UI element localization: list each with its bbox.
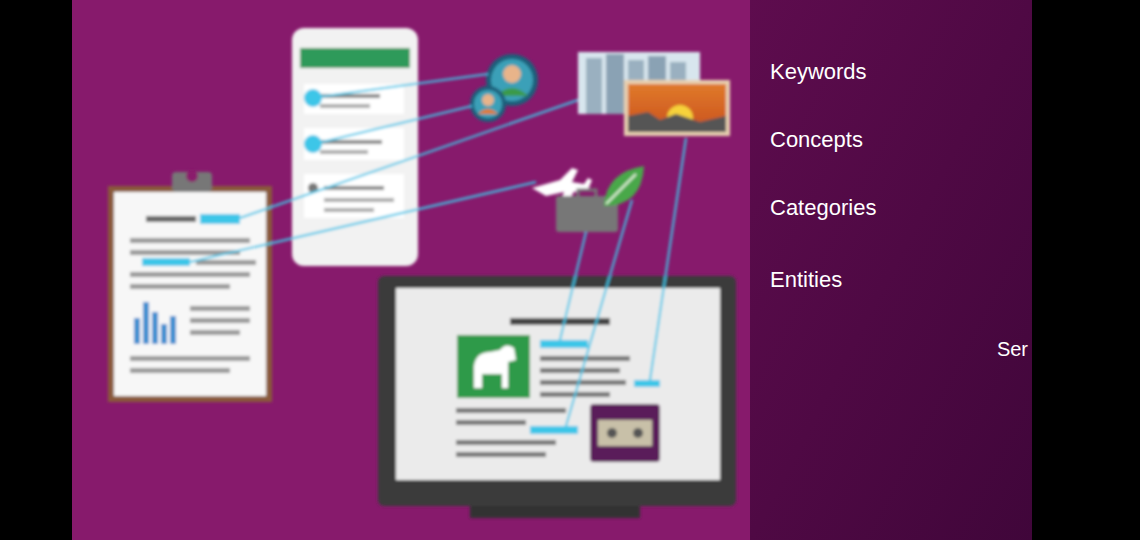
leader-lines-part [318, 74, 488, 97]
phone-icon-part [324, 208, 374, 212]
travel-icons-part [578, 190, 596, 198]
travel-icons [532, 166, 644, 232]
leader-lines-part [650, 138, 686, 380]
side-panel [750, 0, 1032, 540]
black-bar [0, 0, 72, 540]
photo-icons-part [628, 112, 726, 132]
monitor-icon-part [457, 335, 530, 398]
monitor-icon-part [456, 420, 526, 425]
avatar-icons-part [474, 90, 502, 118]
clipboard-icon-part [108, 186, 272, 402]
monitor-icon-part [530, 426, 578, 434]
leader-lines-part [560, 232, 586, 340]
clipboard-icon-part [200, 214, 240, 224]
illustration-group [108, 28, 736, 518]
monitor-icon-part [456, 440, 556, 445]
travel-icons-part [606, 174, 636, 204]
clipboard-icon-part [186, 170, 198, 182]
clipboard-icon-part [161, 324, 167, 344]
clipboard-icon-part [114, 192, 266, 396]
clipboard-icon-part [130, 356, 250, 361]
monitor-icon-part [540, 368, 620, 373]
photo-icons [578, 52, 730, 136]
monitor-icon-part [607, 428, 617, 438]
photo-icons-part [624, 80, 730, 136]
phone-icon-part [320, 150, 368, 154]
clipboard-icon-part [146, 216, 196, 222]
phone-icon-part [304, 174, 404, 218]
link-dots [304, 89, 322, 153]
feature-label: Concepts [770, 127, 863, 153]
leader-lines-part [190, 182, 536, 262]
photo-icons-part [628, 84, 726, 132]
leader-lines-part [240, 100, 578, 218]
clipboard-icon-part [190, 306, 250, 311]
photo-icons-part [606, 54, 624, 114]
monitor-icon-part [540, 340, 588, 348]
avatar-icons-part [478, 109, 498, 114]
phone-icon-part [324, 186, 384, 190]
leader-lines [190, 74, 686, 426]
monitor-icon-part [590, 404, 660, 462]
phone-icon-part [304, 128, 404, 160]
feature-label: Categories [770, 195, 876, 221]
monitor-icon-part [474, 345, 516, 388]
purple-ground [72, 0, 750, 540]
clipboard-icon-part [130, 368, 230, 373]
phone-icon-part [292, 28, 418, 266]
feature-label: Keywords [770, 59, 867, 85]
monitor-icon-part [633, 428, 643, 438]
monitor-icon-part [378, 276, 736, 506]
monitor-icon-part [540, 380, 626, 385]
phone-icon-part [320, 104, 370, 108]
monitor-icon-part [456, 452, 546, 457]
clipboard-icon-part [143, 302, 149, 344]
phone-icon-part [300, 48, 410, 68]
monitor-icon-part [456, 408, 566, 413]
clipboard-icon-part [196, 260, 256, 265]
black-bar [1032, 0, 1140, 540]
clipboard-icon-part [152, 312, 158, 344]
clipboard-icon-part [142, 258, 190, 266]
leader-lines-part [318, 106, 472, 143]
clipboard-icon-part [134, 318, 140, 344]
monitor-icon-part [598, 420, 652, 446]
phone-icon-part [304, 84, 404, 114]
avatar-icons-part [482, 94, 494, 106]
avatar-icons [470, 54, 538, 122]
clipboard-icon-part [130, 272, 250, 277]
leader-lines-part [566, 200, 632, 426]
clipboard-icon-part [130, 284, 230, 289]
clipboard-icon-part [130, 238, 250, 243]
monitor-icon-part [396, 288, 720, 480]
clipboard-icon-part [190, 330, 240, 335]
clipboard-icon-part [190, 318, 250, 323]
avatar-icons-part [470, 86, 506, 122]
feature-label-partial: Ser [997, 336, 1028, 362]
clipboard-icon [108, 170, 272, 402]
phone-icon [292, 28, 418, 266]
travel-icons-part [604, 166, 644, 206]
monitor-icon [378, 276, 736, 518]
avatar-icons-part [503, 65, 521, 83]
phone-icon-part [324, 198, 394, 202]
link-dots-part [304, 135, 322, 153]
link-dots-part [304, 89, 322, 107]
monitor-icon-part [634, 380, 660, 387]
photo-icons-part [586, 58, 602, 114]
clipboard-icon-part [170, 316, 176, 344]
feature-label: Entities [770, 267, 842, 293]
